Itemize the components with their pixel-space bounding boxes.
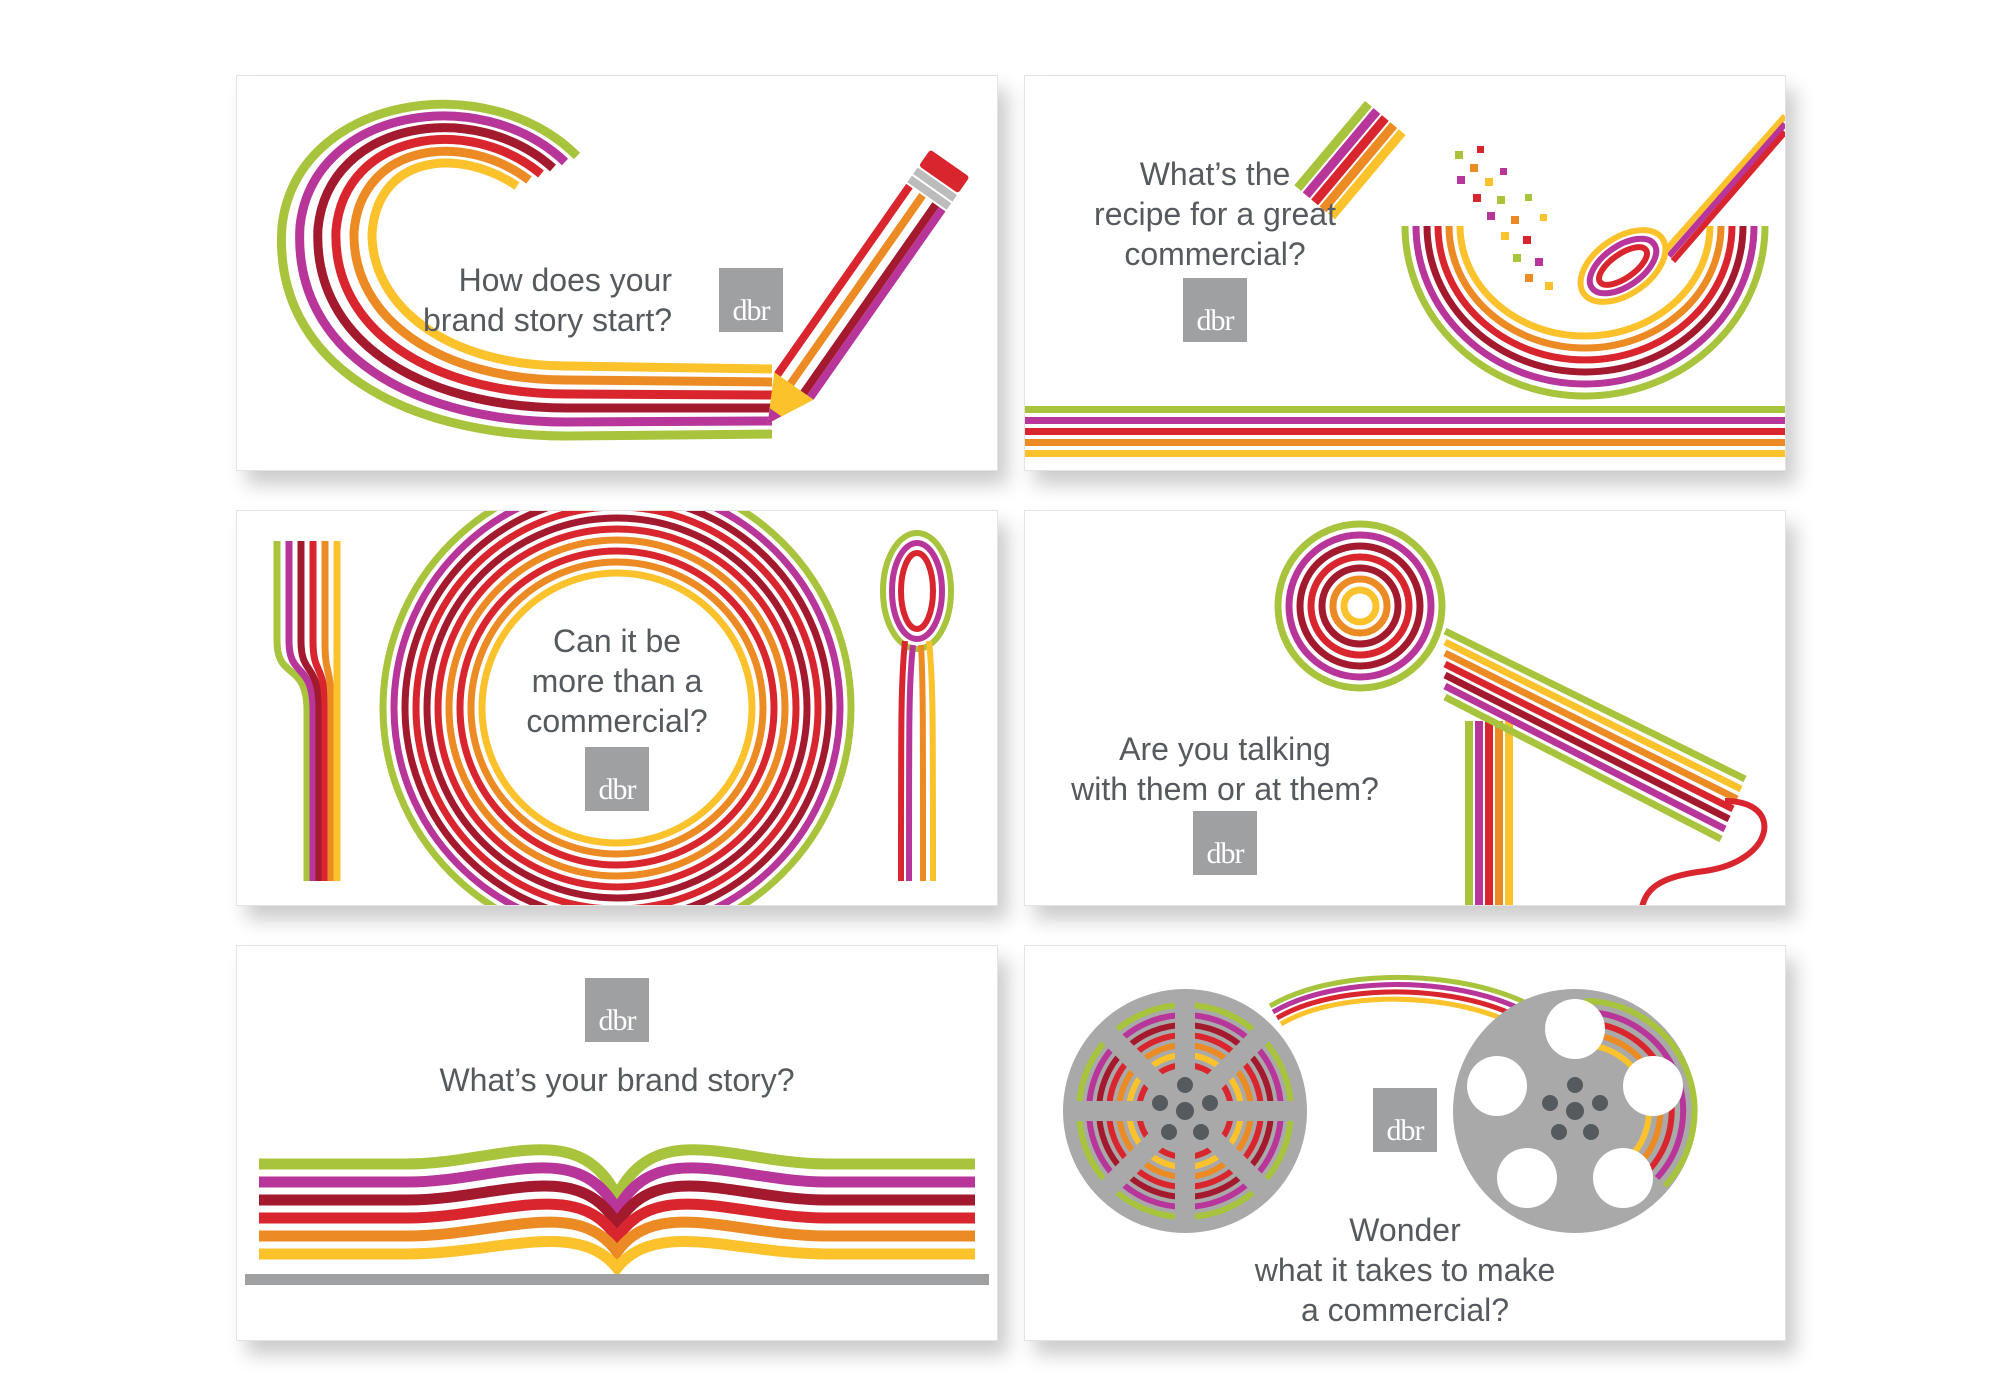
headline: What’s the recipe for a great commercial… bbox=[1094, 156, 1336, 272]
brand-logo: dbr bbox=[1183, 278, 1247, 342]
headline: Can it be more than a commercial? bbox=[526, 623, 708, 739]
headline: Wonder what it takes to make a commercia… bbox=[1254, 1212, 1556, 1328]
brand-logo: dbr bbox=[1193, 811, 1257, 875]
plate-icon bbox=[379, 511, 855, 905]
card-microphone: Are you talking with them or at them? db… bbox=[1024, 510, 1786, 906]
pencil-icon bbox=[767, 150, 969, 424]
brand-logo: dbr bbox=[1373, 1088, 1437, 1152]
sprinkles bbox=[1455, 146, 1553, 290]
card-pencil: How does your brand story start? dbr bbox=[236, 75, 998, 471]
headline: Are you talking with them or at them? bbox=[1071, 731, 1379, 807]
mic-cable bbox=[1639, 798, 1768, 905]
headline: What’s your brand story? bbox=[439, 1062, 795, 1098]
book-base bbox=[245, 1274, 989, 1285]
film-reel-right-icon bbox=[1453, 989, 1698, 1233]
spice-jar-icon bbox=[1294, 101, 1406, 220]
fork-icon bbox=[273, 541, 341, 881]
open-book-illustration bbox=[245, 1144, 989, 1285]
bowl-icon bbox=[1401, 225, 1769, 400]
brand-logo: dbr bbox=[719, 268, 783, 332]
headline: How does your brand story start? bbox=[423, 262, 672, 338]
mic-stand bbox=[1465, 721, 1513, 905]
plate-illustration bbox=[273, 511, 954, 905]
mic-arm bbox=[1443, 627, 1747, 843]
film-reel-left-icon bbox=[1063, 989, 1307, 1233]
spoon-icon bbox=[880, 530, 954, 882]
card-plate: Can it be more than a commercial? dbr bbox=[236, 510, 998, 906]
whisk-icon bbox=[1577, 114, 1785, 305]
book-icon bbox=[259, 1144, 975, 1277]
brand-logo: dbr bbox=[585, 747, 649, 811]
card-reels: dbr Wonder what it takes to make a comme… bbox=[1024, 945, 1786, 1341]
brand-logo: dbr bbox=[585, 978, 649, 1042]
microphone-icon bbox=[1274, 520, 1446, 692]
card-recipe: What’s the recipe for a great commercial… bbox=[1024, 75, 1786, 471]
card-book: dbr What’s your brand story? bbox=[236, 945, 998, 1341]
film-reels-illustration bbox=[1063, 975, 1698, 1233]
pencil-swirl-illustration bbox=[277, 99, 969, 441]
mixing-bowl-illustration bbox=[1025, 101, 1785, 457]
table-stripes bbox=[1025, 406, 1785, 457]
microphone-illustration bbox=[1274, 520, 1768, 905]
